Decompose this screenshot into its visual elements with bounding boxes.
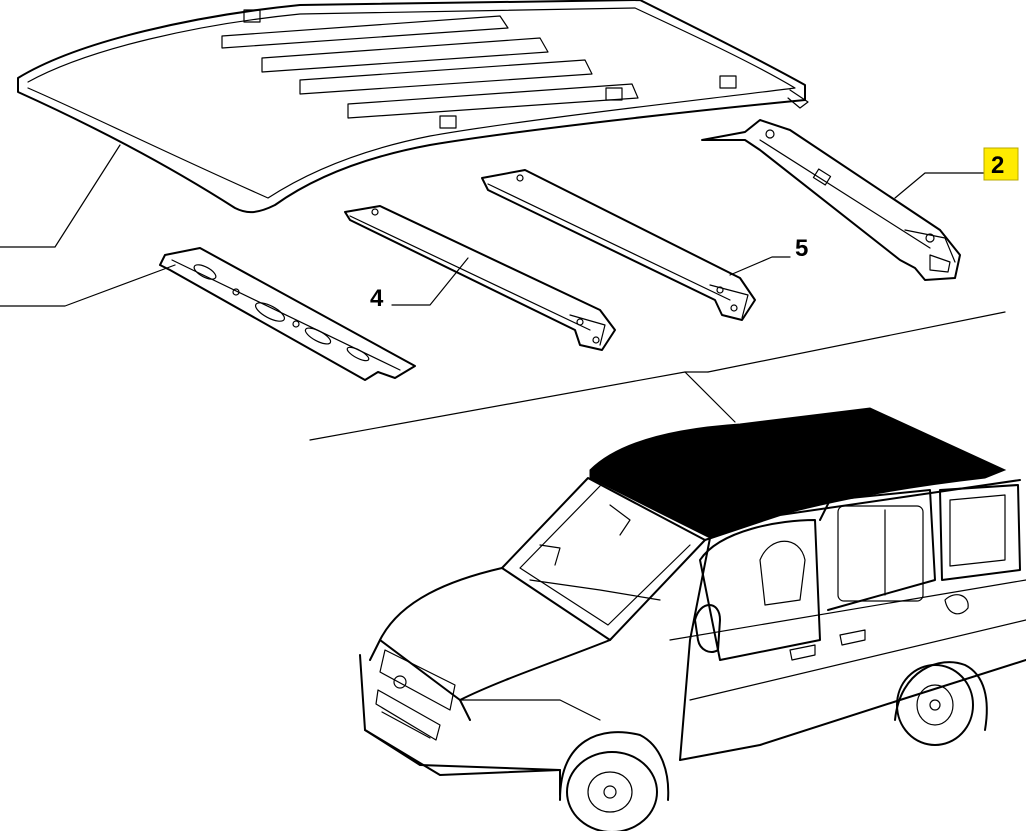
callout-4-label: 4 [370,285,384,312]
callout-2: 2 [983,147,1019,181]
roof-stiffener-strips [221,15,639,119]
callout-5-label: 5 [795,235,808,262]
rear-roof-cross-member [701,119,961,281]
roof-mounting-tabs [243,9,737,129]
callout-2-label: 2 [991,152,1004,179]
roof-bow-4 [344,205,616,351]
flat-roof-bow [159,247,416,381]
roof-bow-5 [481,169,756,321]
leader-lines [0,144,1006,441]
vehicle-illustration [359,407,1026,831]
roof-panel [17,0,809,214]
highlighted-roof [589,407,1007,539]
